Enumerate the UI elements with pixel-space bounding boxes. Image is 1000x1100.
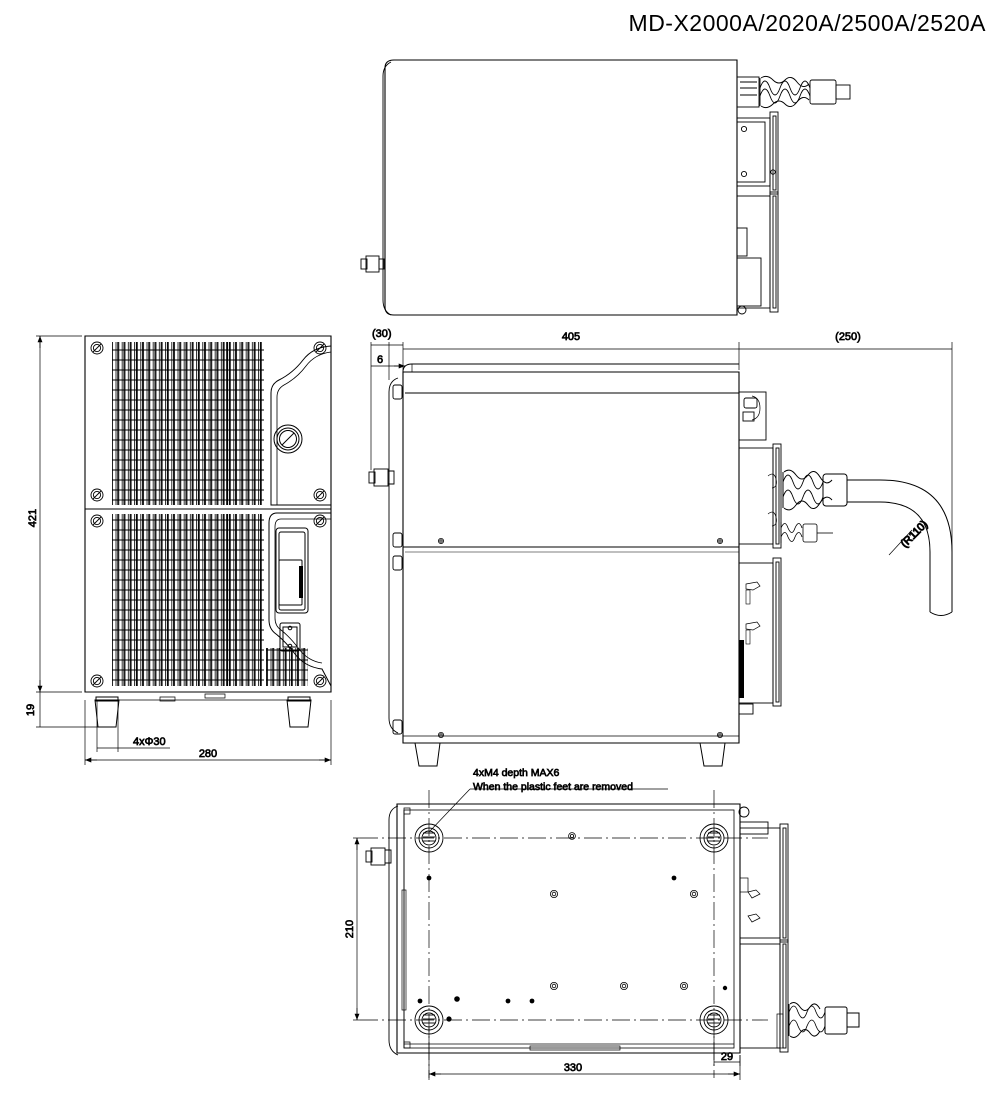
side-coiled-cable-main: (R110) (782, 469, 953, 616)
front-view-dimensions: 421 19 4xΦ30 280 (25, 335, 332, 765)
bottom-mounting-feet (414, 823, 729, 1035)
dim-bottom-right-offset: 29 (721, 1051, 733, 1063)
bottom-right-connectors (739, 821, 789, 1053)
bottom-coiled-cable (788, 1002, 860, 1038)
top-right-connectors (736, 75, 851, 315)
bottom-view (360, 790, 860, 1078)
dim-side-offset-left: (30) (372, 328, 392, 340)
front-corner-screws (90, 341, 327, 688)
page-title: MD-X2000A/2020A/2500A/2520A (628, 10, 986, 36)
side-view-dimensions: (30) 6 405 (250) (370, 328, 953, 612)
side-screws (437, 538, 724, 739)
dim-side-step: 6 (377, 354, 383, 366)
bottom-view-dimensions: 4xM4 depth MAX6 When the plastic feet ar… (344, 767, 741, 1080)
bottom-left-connector (365, 847, 392, 866)
top-coiled-cable (759, 75, 851, 109)
bottom-centerlines (360, 790, 768, 1078)
side-feet (414, 742, 726, 767)
dim-side-length: 405 (562, 331, 580, 343)
front-feet (94, 696, 312, 728)
dim-bottom-pitch-x: 330 (564, 1062, 582, 1074)
dim-bottom-pitch-y: 210 (344, 920, 356, 938)
dim-cable-extent: (250) (835, 331, 861, 343)
dim-cable-radius: (R110) (899, 518, 931, 550)
dim-front-width: 280 (199, 748, 217, 760)
side-left-hinges (392, 384, 403, 735)
note-thread-spec: 4xM4 depth MAX6 (473, 767, 560, 779)
side-view: (R110) (368, 363, 953, 767)
front-slot-panel (275, 527, 309, 614)
front-knob (273, 424, 303, 454)
dim-foot-holes: 4xΦ30 (133, 736, 166, 748)
front-dsub-connector (279, 622, 301, 652)
front-view (84, 335, 332, 728)
side-right-connectors (738, 391, 782, 715)
top-view (360, 59, 851, 316)
dim-front-height: 421 (27, 509, 39, 527)
side-coiled-cable-small (780, 522, 833, 543)
bottom-interior-screws (417, 832, 728, 1022)
dim-foot-height: 19 (25, 704, 37, 716)
side-left-connector (368, 468, 395, 487)
note-thread-condition: When the plastic feet are removed (473, 781, 633, 793)
top-left-connector (360, 255, 385, 273)
